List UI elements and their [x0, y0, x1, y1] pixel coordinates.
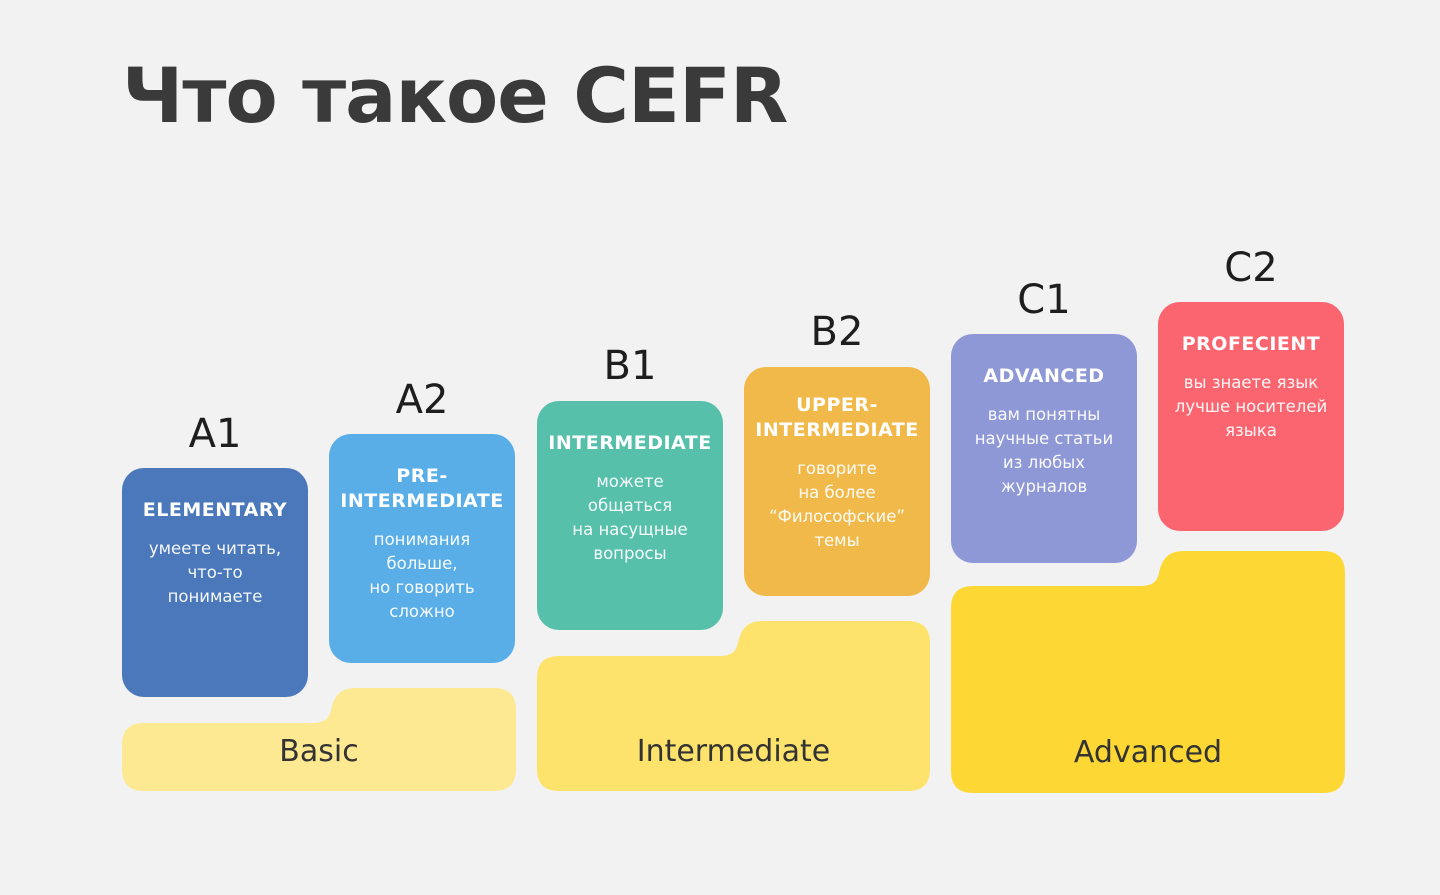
level-code-b2: B2	[810, 309, 864, 355]
stage-basic-fill	[122, 688, 516, 791]
level-code-a2: A2	[395, 377, 449, 423]
level-name-b1: INTERMEDIATE	[548, 432, 712, 454]
level-code-c1: C1	[1017, 277, 1071, 323]
stage-basic-label: Basic	[279, 734, 359, 769]
level-name-a2: PRE- INTERMEDIATE	[340, 465, 504, 512]
level-desc-a1: умеете читать, что-то понимаете	[148, 539, 282, 606]
stage-intermediate-shape	[537, 621, 930, 791]
level-desc-a2: понимания больше, но говорить сложно	[369, 530, 475, 621]
level-name-c2: PROFECIENT	[1181, 333, 1321, 355]
stage-intermediate: Intermediate	[537, 621, 930, 791]
stage-advanced-label: Advanced	[1073, 735, 1223, 770]
stage-advanced-fill	[951, 551, 1345, 793]
stage-basic: Basic	[122, 688, 516, 791]
stage-intermediate-label: Intermediate	[636, 734, 831, 769]
level-card-b1: INTERMEDIATE можете общаться на насущные…	[537, 401, 723, 630]
level-name-b2: UPPER- INTERMEDIATE	[755, 394, 919, 441]
stage-advanced: Advanced	[951, 551, 1345, 793]
level-card-c1: ADVANCED вам понятны научные статьи из л…	[951, 334, 1137, 563]
level-card-a2: PRE- INTERMEDIATE понимания больше, но г…	[329, 434, 515, 663]
level-card-b2: UPPER- INTERMEDIATE говорите на более “Ф…	[744, 367, 930, 596]
level-desc-b2: говорите на более “Философские” темы	[769, 459, 905, 550]
level-desc-b1: можете общаться на насущные вопросы	[572, 472, 688, 563]
level-code-a1: A1	[188, 411, 242, 457]
level-desc-c2: вы знаете язык лучше носителей языка	[1174, 373, 1328, 440]
page-title: Что такое CEFR	[122, 51, 788, 140]
level-name-c1: ADVANCED	[983, 365, 1105, 387]
level-card-c2: PROFECIENT вы знаете язык лучше носителе…	[1158, 302, 1344, 531]
level-desc-c1: вам понятны научные статьи из любых журн…	[974, 405, 1114, 496]
stage-intermediate-fill	[537, 621, 930, 791]
stage-basic-shape	[122, 688, 516, 791]
level-name-a1: ELEMENTARY	[142, 499, 288, 521]
stage-advanced-shape	[951, 551, 1345, 793]
level-code-b1: B1	[603, 343, 657, 389]
level-code-c2: C2	[1224, 245, 1278, 291]
level-card-a1: ELEMENTARY умеете читать, что-то понимае…	[122, 468, 308, 697]
